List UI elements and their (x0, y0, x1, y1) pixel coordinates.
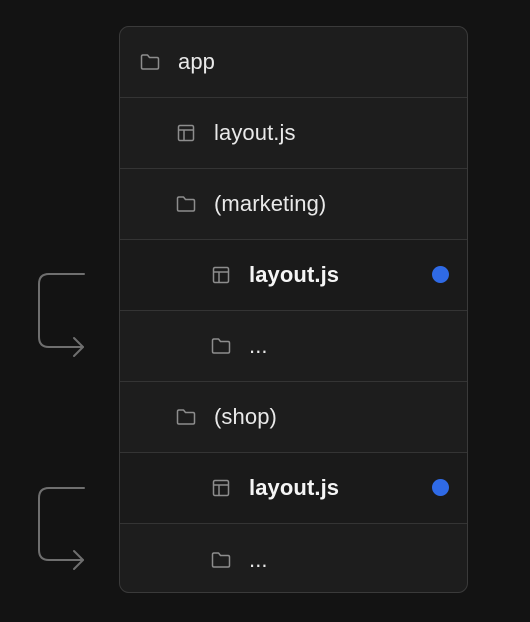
tree-item-label: (shop) (214, 404, 277, 429)
tree-item-label: app (178, 49, 216, 74)
tree-item-app[interactable]: app (120, 27, 467, 98)
tree-item-label: (marketing) (214, 191, 327, 216)
folder-icon (211, 336, 231, 356)
tree-item-label: layout.js (249, 262, 340, 287)
tree-item-shop-layout-js[interactable]: layout.js (120, 453, 467, 524)
tree-item-label: layout.js (249, 475, 340, 500)
layout-file-icon (211, 265, 231, 285)
tree-item-label: ... (249, 333, 268, 358)
status-dot (432, 266, 449, 283)
layout-file-icon (176, 123, 196, 143)
folder-icon (176, 194, 196, 214)
tree-item-layout-js[interactable]: layout.js (120, 98, 467, 169)
tree-item-marketing[interactable]: (marketing) (120, 169, 467, 240)
folder-icon (140, 52, 160, 72)
tree-item-marketing-layout-js[interactable]: layout.js (120, 240, 467, 311)
marketing-layout-connector (38, 273, 85, 357)
tree-item-shop-more[interactable]: ... (120, 524, 467, 592)
file-tree: app layout.js (marketing) layout.js (119, 26, 468, 593)
folder-icon (211, 550, 231, 570)
folder-icon (176, 407, 196, 427)
connector-arrows (38, 273, 85, 570)
tree-item-label: layout.js (214, 120, 296, 145)
tree-item-shop[interactable]: (shop) (120, 382, 467, 453)
layout-file-icon (211, 478, 231, 498)
tree-item-label: ... (249, 546, 268, 572)
tree-item-marketing-more[interactable]: ... (120, 311, 467, 382)
status-dot (432, 479, 449, 496)
shop-layout-connector (38, 487, 85, 570)
